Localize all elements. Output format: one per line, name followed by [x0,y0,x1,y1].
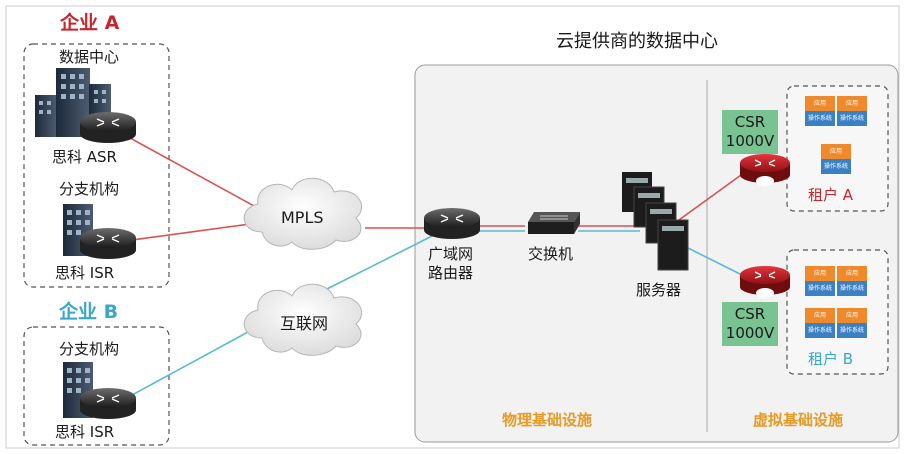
switch-label: 交换机 [528,245,574,263]
enterprise-a-box [23,43,170,288]
isr-b-router-icon [80,388,136,419]
csr-b-badge: CSR 1000V [722,302,778,346]
csr-b-line2: 1000V [725,324,775,342]
asr-router-icon [80,112,136,143]
asr-label: 思科 ASR [52,148,117,166]
switch-icon [528,212,580,234]
tenant-a-app-2: 应用操作系统 [837,96,867,126]
link-asr-mpls [109,126,266,213]
tenant-b-app-1: 应用操作系统 [805,266,835,296]
enterprise-b-title: 企业 B [59,301,119,323]
isr-a-label: 思科 ISR [55,264,115,282]
wan-router-icon [424,208,480,239]
mpls-cloud-icon [243,177,362,250]
app-label: 应用 [805,308,835,323]
link-isr-b-internet [109,319,271,408]
os-label: 操作系统 [807,327,832,334]
csr-a-router-icon [740,154,790,186]
wan-router-label-line1: 广域网 [428,245,474,263]
enterprise-a-title: 企业 A [60,12,120,34]
isr-b-label: 思科 ISR [55,423,115,441]
os-label: 操作系统 [839,327,864,334]
isr-a-router-icon [80,228,136,259]
link-server-csr-a [671,169,749,226]
csr-a-badge: CSR 1000V [722,110,778,154]
os-label: 操作系统 [839,285,864,292]
tenant-a-app-1: 应用操作系统 [805,96,835,126]
branch-a-label: 分支机构 [59,180,120,198]
servers-label: 服务器 [636,281,682,299]
datacenter-label: 数据中心 [59,48,120,66]
mpls-label: MPLS [281,208,324,227]
branch-b-label: 分支机构 [59,340,120,358]
tenant-a-label: 租户 A [808,186,854,204]
os-label: 操作系统 [807,115,832,122]
app-label: 应用 [837,266,867,281]
os-label: 操作系统 [807,285,832,292]
internet-cloud-icon [243,283,362,356]
app-label: 应用 [805,96,835,111]
virtual-infra-label: 虚拟基础设施 [753,411,844,429]
csr-b-router-icon [740,266,790,298]
tenant-a-app-3: 应用操作系统 [821,144,851,174]
csr-a-line2: 1000V [725,132,775,150]
tenant-b-app-2: 应用操作系统 [837,266,867,296]
outer-frame [5,5,900,449]
wan-router-label-line2: 路由器 [428,264,474,282]
link-internet-wan [324,231,441,291]
server-stack-icon [622,172,689,271]
internet-label: 互联网 [280,314,329,333]
physical-infra-label: 物理基础设施 [502,411,593,429]
enterprise-b-box [23,326,170,446]
app-label: 应用 [837,308,867,323]
csr-a-line1: CSR [734,113,766,131]
app-label: 应用 [821,144,851,159]
csr-b-line1: CSR [734,305,766,323]
os-label: 操作系统 [839,115,864,122]
app-label: 应用 [837,96,867,111]
tenant-b-app-4: 应用操作系统 [837,308,867,338]
tenant-b-label: 租户 B [808,350,854,368]
app-label: 应用 [805,266,835,281]
provider-title: 云提供商的数据中心 [556,31,718,52]
tenant-b-app-3: 应用操作系统 [805,308,835,338]
os-label: 操作系统 [823,163,848,170]
